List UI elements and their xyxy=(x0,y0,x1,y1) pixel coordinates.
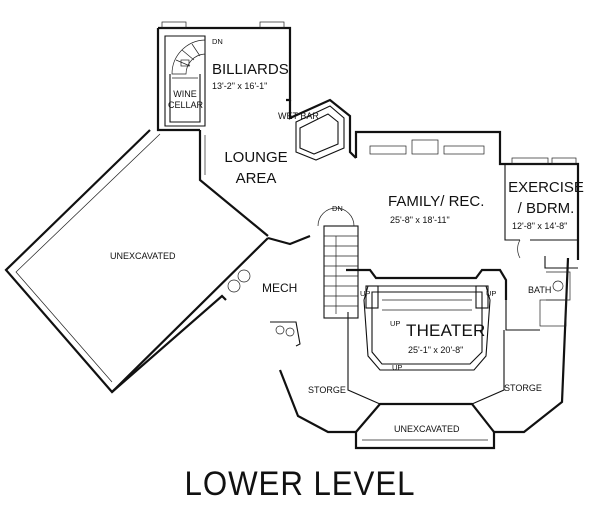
theater-up-top: UP xyxy=(390,319,401,328)
theater-up-bottom: UP xyxy=(392,363,403,372)
billiards-dims: 13'-2" x 16'-1" xyxy=(212,81,268,91)
south-outer-walls xyxy=(278,257,571,450)
unexcavated-left-label: UNEXCAVATED xyxy=(110,251,176,261)
storge-right-label: STORGE xyxy=(504,383,542,393)
lounge-walls xyxy=(198,98,357,237)
wet-bar-label: WET BAR xyxy=(278,111,319,121)
storge-left-label: STORGE xyxy=(308,385,346,395)
theater-walls xyxy=(346,268,508,405)
family-rec-label: FAMILY/ REC. xyxy=(388,193,485,210)
exercise-label-2: / BDRM. xyxy=(517,200,575,217)
exercise-dims: 12'-8" x 14'-8" xyxy=(512,221,568,231)
wine-cellar-label-1: WINE xyxy=(173,89,197,99)
mech-stairs xyxy=(111,207,359,393)
stair-dn-label: DN xyxy=(212,37,223,46)
lounge-label-1: LOUNGE xyxy=(224,149,288,166)
stair-dn-label-mid: DN xyxy=(332,204,343,213)
unexcavated-bottom-label: UNEXCAVATED xyxy=(394,424,460,434)
lounge-label-2: AREA xyxy=(235,170,277,187)
theater-up-left: UP xyxy=(360,289,371,298)
theater-up-right: UP xyxy=(486,289,497,298)
unexcavated-left-outline xyxy=(4,129,269,394)
billiards-label: BILLIARDS xyxy=(212,61,289,78)
wine-cellar-label-2: CELLAR xyxy=(168,100,204,110)
family-rec-dims: 25'-8" x 18'-11" xyxy=(390,215,450,225)
mech-label: MECH xyxy=(262,281,298,295)
theater-label: THEATER xyxy=(406,321,486,340)
family-exercise-walls xyxy=(354,130,580,269)
billiards-block-walls xyxy=(156,21,292,132)
exercise-label-1: EXERCISE xyxy=(508,179,584,196)
theater-dims: 25'-1" x 20'-8" xyxy=(408,345,464,355)
bath-label: BATH xyxy=(528,285,552,295)
drawing-title: LOWER LEVEL xyxy=(184,465,416,503)
